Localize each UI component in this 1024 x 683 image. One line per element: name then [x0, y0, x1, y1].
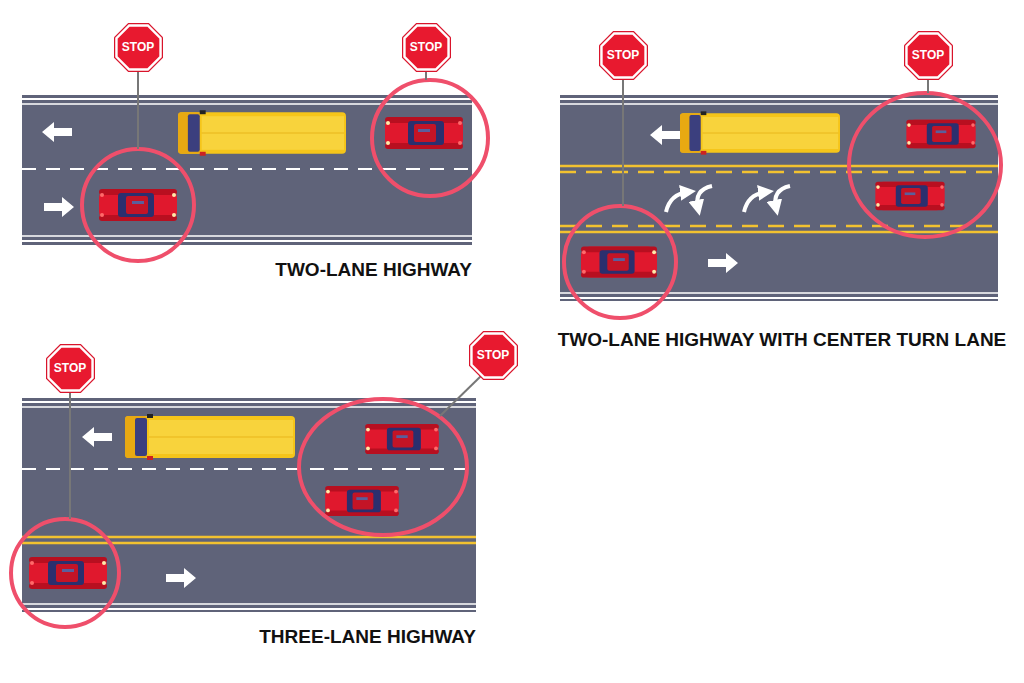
- octagon-outline: [402, 23, 451, 72]
- octagon-face: [48, 346, 92, 390]
- car: [325, 486, 399, 516]
- highlight-circle: [372, 80, 488, 196]
- three-lane-road: [11, 375, 482, 627]
- sign-pole: [927, 79, 929, 93]
- highlight-circle: [299, 399, 467, 535]
- school-bus: [178, 110, 346, 155]
- octagon-outline: [904, 31, 953, 80]
- sign-text: STOP: [54, 362, 86, 374]
- stop-sign: STOP: [904, 31, 953, 80]
- sign-text: STOP: [912, 49, 944, 61]
- highlight-circle: [11, 519, 119, 627]
- car: [99, 189, 177, 221]
- octagon-outline: [46, 344, 95, 393]
- school-bus: [125, 414, 295, 460]
- sign-text: STOP: [410, 41, 442, 53]
- highway-caption: TWO-LANE HIGHWAY WITH CENTER TURN LANE: [558, 330, 1007, 351]
- car: [365, 424, 439, 454]
- highlight-circle: [849, 93, 1001, 237]
- sign-text: STOP: [122, 41, 154, 53]
- car: [29, 557, 107, 589]
- highway-caption: THREE-LANE HIGHWAY: [259, 627, 476, 648]
- octagon-face: [404, 25, 448, 69]
- stop-sign: STOP: [402, 23, 451, 72]
- car: [875, 182, 944, 210]
- school-bus: [680, 111, 840, 154]
- sign-pole: [69, 392, 71, 519]
- highlight-circle: [82, 149, 194, 261]
- highlight-circle: [564, 206, 676, 318]
- octagon-outline: [469, 331, 518, 380]
- octagon-outline: [114, 23, 163, 72]
- stop-sign: STOP: [114, 23, 163, 72]
- car: [906, 120, 975, 148]
- octagon-outline: [599, 31, 648, 80]
- sign-pole: [622, 79, 624, 206]
- octagon-face: [601, 33, 645, 77]
- two-lane-road: [22, 71, 488, 261]
- sign-text: STOP: [607, 49, 639, 61]
- sign-pole: [425, 71, 427, 80]
- car: [581, 246, 657, 277]
- octagon-face: [906, 33, 950, 77]
- stop-sign: STOP: [469, 331, 518, 380]
- sign-pole: [137, 71, 139, 149]
- stop-sign: STOP: [599, 31, 648, 80]
- highway-caption: TWO-LANE HIGHWAY: [275, 260, 472, 281]
- octagon-face: [471, 333, 515, 377]
- octagon-face: [116, 25, 160, 69]
- sign-pole: [440, 375, 482, 416]
- stop-sign: STOP: [46, 344, 95, 393]
- car: [385, 117, 463, 149]
- sign-text: STOP: [477, 349, 509, 361]
- center-turn-road: [560, 79, 1001, 318]
